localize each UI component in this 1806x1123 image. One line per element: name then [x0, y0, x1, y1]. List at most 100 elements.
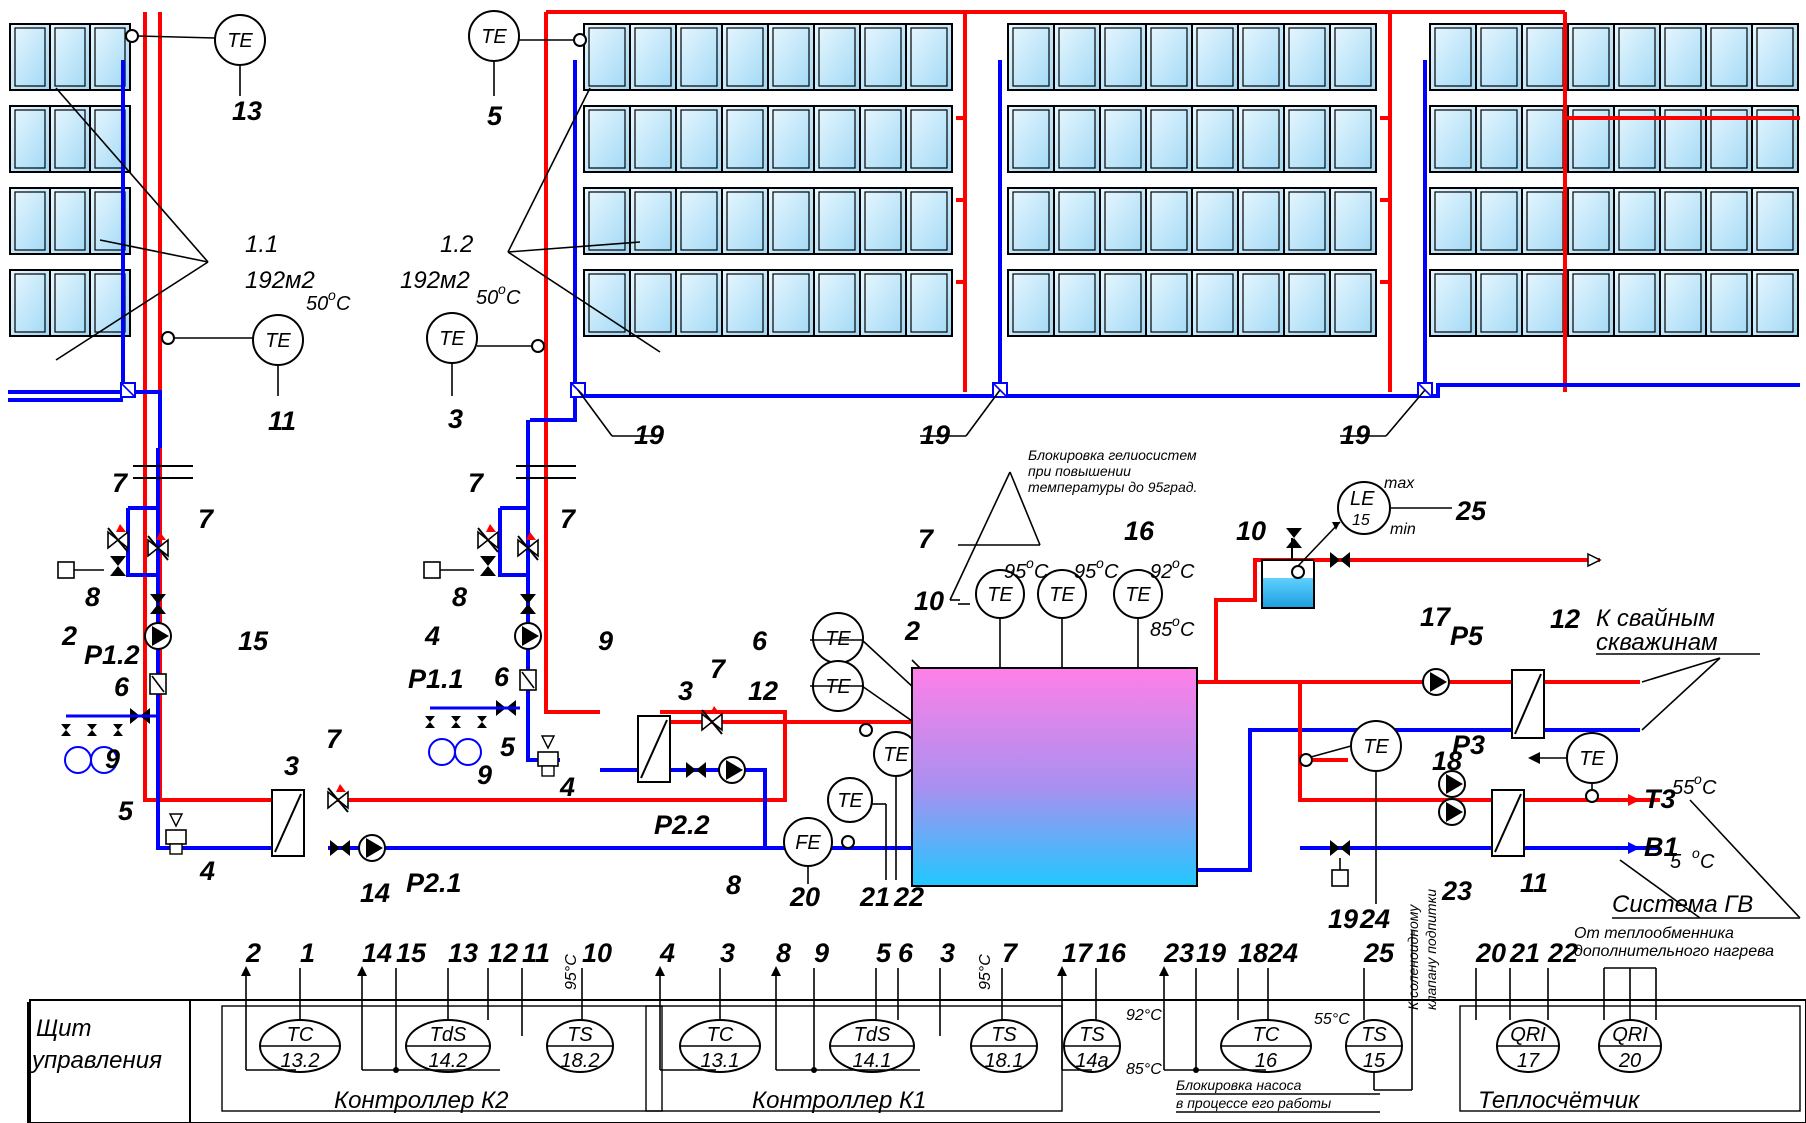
- panel-title-2: управления: [30, 1047, 162, 1074]
- collector-panel: [1521, 269, 1569, 337]
- svg-text:95: 95: [1004, 561, 1027, 583]
- label-13: 13: [232, 96, 262, 126]
- collector-panel: [583, 105, 631, 173]
- collector-panel: [675, 105, 723, 173]
- collector-panel: [1429, 105, 1477, 173]
- collector-panel: [813, 187, 861, 255]
- label-3a: 3: [284, 751, 299, 781]
- collector-panel: [1053, 23, 1101, 91]
- label-3b: 3: [678, 676, 693, 706]
- label-6c: 6: [752, 626, 768, 656]
- collector-panel: [859, 269, 907, 337]
- sensor-te-18: TE: [1566, 732, 1618, 784]
- heat-exchanger-11: [1491, 789, 1525, 857]
- svg-text:C: C: [506, 287, 521, 309]
- collector-panel: [905, 105, 953, 173]
- collector-panel: [1099, 105, 1147, 173]
- panel-block-bottom: 14.2: [429, 1050, 468, 1072]
- tank-number: 2: [904, 616, 920, 646]
- collector-panel: [1751, 269, 1799, 337]
- collector-panel: [1007, 187, 1055, 255]
- collector-panel: [1567, 269, 1615, 337]
- panel-number: 6: [898, 938, 914, 968]
- label-7b: 7: [198, 504, 215, 534]
- svg-text:50: 50: [306, 293, 328, 315]
- heat-exchanger-12: [1511, 669, 1545, 739]
- collector-panel: [675, 23, 723, 91]
- collector-panel: [767, 269, 815, 337]
- collector-panel: [1475, 23, 1523, 91]
- panel-block-bottom: 20: [1618, 1050, 1641, 1072]
- panel-number: 19: [1196, 938, 1226, 968]
- collector-panel: [1007, 269, 1055, 337]
- collector-panel: [49, 269, 91, 337]
- collector-panel: [1283, 187, 1331, 255]
- collector-panel: [1613, 23, 1661, 91]
- panel-number: 17: [1062, 938, 1094, 968]
- collector-group-2-b: [1007, 23, 1377, 337]
- pump-p21: [358, 834, 386, 862]
- valve-v9: [1330, 840, 1350, 856]
- label-25: 25: [1455, 496, 1487, 526]
- from-exchanger-1: От теплообменника: [1574, 925, 1734, 942]
- three-way-valve: [147, 532, 169, 561]
- sensor-te-13: TE: [214, 14, 266, 66]
- svg-text:C: C: [336, 293, 351, 315]
- collector-panel: [767, 23, 815, 91]
- collector-panel: [583, 269, 631, 337]
- collector-panel: [1521, 23, 1569, 91]
- collector-panel: [813, 269, 861, 337]
- label-10a: 10: [914, 586, 944, 616]
- three-way-valve: [477, 524, 499, 553]
- collector-panel: [1191, 105, 1239, 173]
- sensor-tag: TE: [1579, 748, 1605, 770]
- collector-panel: [1705, 23, 1753, 91]
- svg-text:C: C: [1180, 619, 1195, 641]
- collector-panel: [1567, 105, 1615, 173]
- collector-panel: [1329, 269, 1377, 337]
- collector-panel: [629, 23, 677, 91]
- collector-panel: [1237, 105, 1285, 173]
- svg-text:min: min: [1390, 521, 1416, 538]
- safety-valve: [537, 751, 559, 767]
- three-way-valve: [517, 532, 539, 561]
- collector-panel: [1099, 269, 1147, 337]
- label-18: 18: [1432, 746, 1462, 776]
- label-p11: P1.1: [408, 664, 464, 694]
- svg-text:max: max: [1384, 475, 1415, 492]
- label-p22: P2.2: [654, 810, 710, 840]
- label-7f: 7: [710, 654, 727, 684]
- collector-panel: [1053, 187, 1101, 255]
- collector-panel: [813, 105, 861, 173]
- svg-text:C: C: [1700, 851, 1715, 873]
- valve-v2: [480, 556, 496, 576]
- collector-panel: [9, 269, 51, 337]
- sensor-tag: TE: [481, 26, 507, 48]
- collector-panel: [1475, 269, 1523, 337]
- pressure-gauges: [61, 714, 156, 774]
- label-21: 21: [859, 882, 890, 912]
- panel-number: 8: [776, 938, 791, 968]
- label-3: 3: [448, 404, 463, 434]
- controller-k2: Контроллер К2: [334, 1087, 509, 1114]
- valve-v7: [1286, 528, 1302, 548]
- panel-block-top: TdS: [854, 1024, 891, 1046]
- collector-panel: [1659, 269, 1707, 337]
- panel-block-bottom: 14.1: [853, 1050, 892, 1072]
- panel-block-top: TC: [287, 1024, 314, 1046]
- collector-panel: [1007, 105, 1055, 173]
- label-p5: P5: [1450, 621, 1484, 651]
- panel-temp-95b: 95°C: [977, 954, 994, 990]
- label-12b: 12: [1550, 604, 1580, 634]
- collector-panel: [767, 105, 815, 173]
- valve-v8: [1330, 552, 1350, 568]
- label-11b: 11: [1520, 868, 1548, 898]
- collector-panel: [1283, 269, 1331, 337]
- collector-panel: [1145, 269, 1193, 337]
- collector-panel: [1751, 105, 1799, 173]
- pump-block-note-1: Блокировка насоса: [1176, 1077, 1302, 1093]
- collector-group-2-a: [583, 23, 953, 337]
